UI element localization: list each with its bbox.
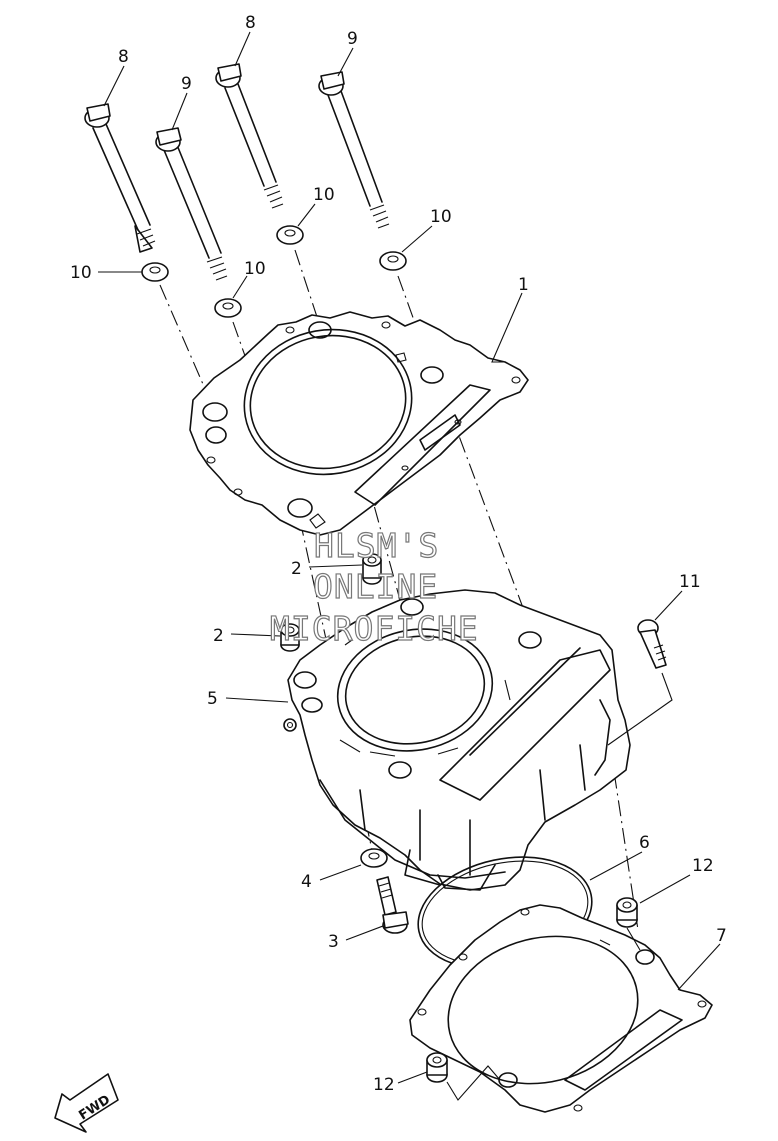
callout-3: 3 [328, 932, 339, 952]
callout-5: 5 [207, 689, 218, 709]
watermark-line-2: ONLINE [313, 567, 438, 606]
watermark-line-3: MICROFICHE [270, 609, 479, 648]
callout-1: 1 [518, 275, 529, 295]
watermark-line-1: HLSM'S [314, 526, 439, 565]
callout-6: 6 [639, 833, 650, 853]
callout-labels: 8 8 9 9 10 10 10 10 1 2 2 5 11 6 12 7 4 … [70, 13, 727, 1095]
cylinder-head-gasket [189, 311, 529, 536]
callout-9-right: 9 [347, 29, 358, 49]
callout-12-upper: 12 [692, 856, 714, 876]
cylinder-block [283, 589, 631, 891]
cylinder-bolt-11 [607, 619, 673, 746]
callout-12-lower: 12 [373, 1075, 395, 1095]
head-bolt-9-right [318, 71, 390, 229]
bolt-3 [376, 876, 409, 934]
callout-10-a: 10 [70, 263, 92, 283]
callout-8-left: 8 [118, 47, 129, 67]
head-bolt-9-left [155, 127, 228, 281]
head-bolt-8-left [84, 103, 156, 253]
dowel-pin-2-lower [280, 623, 300, 652]
washer-10-group [141, 225, 407, 318]
callout-10-d: 10 [430, 207, 452, 227]
callout-8-right: 8 [245, 13, 256, 33]
washer-4 [360, 848, 388, 868]
callout-11: 11 [679, 572, 701, 592]
callout-2-upper: 2 [291, 559, 302, 579]
arrow-icon [54, 1073, 119, 1133]
callout-4: 4 [301, 872, 312, 892]
dowel-pin-12-lower [426, 1052, 501, 1101]
callout-10-b: 10 [244, 259, 266, 279]
callout-7: 7 [716, 926, 727, 946]
dowel-pin-2-upper [362, 553, 382, 585]
callout-leaders [98, 31, 721, 1084]
callout-10-c: 10 [313, 185, 335, 205]
watermark: HLSM'S ONLINE MICROFICHE [269, 525, 479, 648]
fwd-direction-badge: FWD [54, 1073, 119, 1133]
callout-9-left: 9 [181, 74, 192, 94]
callout-2-lower: 2 [213, 626, 224, 646]
head-bolt-8-right [215, 63, 284, 209]
dowel-pin-12-upper [616, 897, 641, 951]
cylinder-base-gasket [409, 904, 713, 1113]
